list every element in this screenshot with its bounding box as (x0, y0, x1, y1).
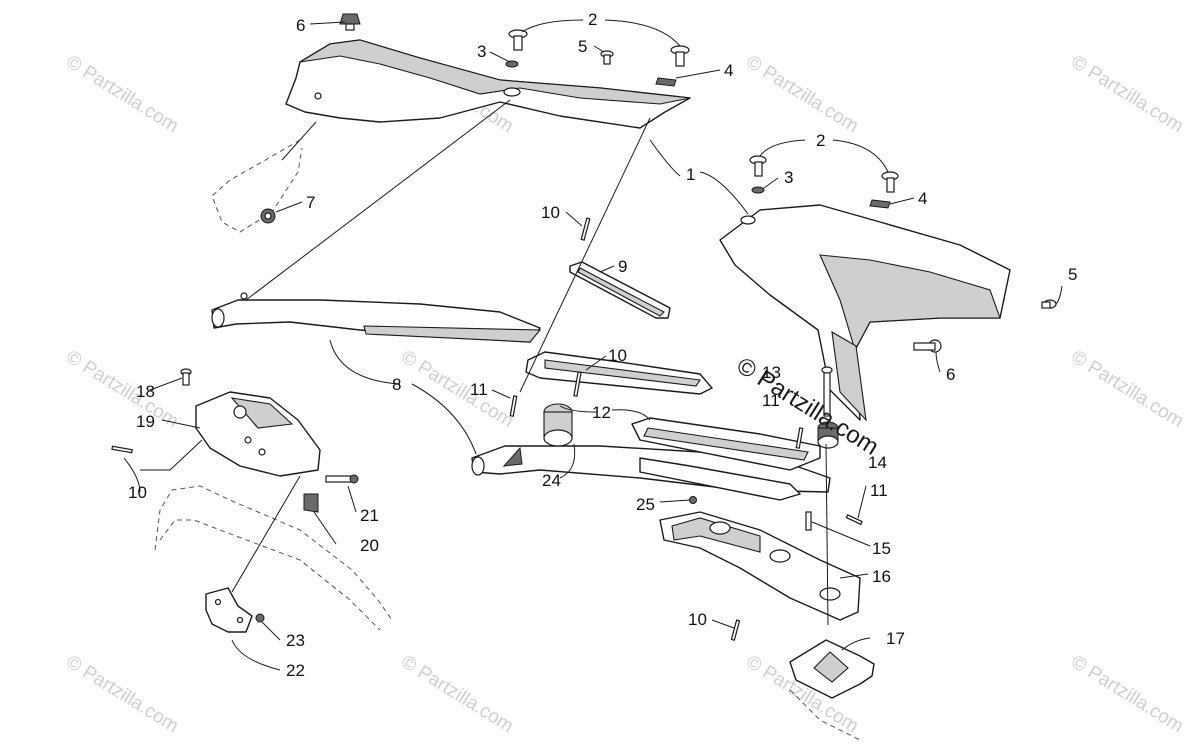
arrow-marker (502, 446, 523, 467)
watermark: © Partzilla.com (62, 651, 182, 737)
bracket-19 (195, 391, 321, 477)
watermark: © Partzilla.com (62, 51, 182, 137)
mounting-plate-17 (789, 639, 875, 699)
screw-5-right (1041, 299, 1057, 309)
callout-3: 3 (477, 42, 486, 61)
bolt-18 (180, 368, 192, 386)
callout-3: 3 (784, 168, 793, 187)
fender-outline (211, 139, 303, 233)
pin-10-d (730, 619, 741, 641)
callout-4: 4 (918, 189, 927, 208)
pin-10-b (573, 371, 582, 397)
pin-11-c (845, 514, 863, 526)
watermark: © Partzilla.com (397, 346, 517, 432)
callout-10: 10 (688, 610, 707, 629)
callout-19: 19 (136, 412, 155, 431)
bracket-12-upper (525, 351, 713, 395)
pin-10-c (111, 445, 133, 454)
callout-9: 9 (618, 257, 627, 276)
right-side-cover (719, 204, 1011, 422)
callout-14: 14 (868, 453, 887, 472)
push-nut-7 (260, 208, 276, 224)
screw-6-right (913, 339, 942, 353)
bolt-15 (805, 511, 812, 531)
watermark: © Partzilla.com (742, 51, 862, 137)
nut-23 (255, 613, 265, 623)
callout-17: 17 (886, 629, 905, 648)
pin-11-b (795, 427, 804, 449)
washer-3-top (505, 60, 519, 68)
callout-6: 6 (296, 16, 305, 35)
watermark: © Partzilla.com (397, 651, 517, 737)
callout-20: 20 (360, 536, 379, 555)
callout-10: 10 (128, 483, 147, 502)
clip-4-right (869, 199, 891, 209)
washer-3-right (751, 186, 765, 194)
roller-24 (543, 403, 573, 447)
callout-4: 4 (724, 61, 733, 80)
side-rail-upper (211, 292, 542, 343)
bracket-12-lower (631, 417, 821, 501)
left-side-cover (285, 39, 691, 129)
clip-4-top (655, 77, 677, 87)
callout-6: 6 (946, 365, 955, 384)
callout-25: 25 (636, 495, 655, 514)
watermark: © Partzilla.com (1067, 51, 1187, 137)
screw-5-top (600, 50, 614, 65)
callout-24: 24 (542, 471, 561, 490)
leader-lines (123, 19, 1063, 671)
callout-10: 10 (608, 346, 627, 365)
callout-13: 13 (762, 363, 781, 382)
callout-23: 23 (286, 631, 305, 650)
bolt-13 (821, 366, 833, 417)
screw-6-top (339, 13, 361, 31)
callout-5: 5 (1068, 265, 1077, 284)
callout-21: 21 (360, 506, 379, 525)
callout-8: 8 (392, 375, 401, 394)
callout-1: 1 (686, 165, 695, 184)
callout-15: 15 (872, 539, 891, 558)
pin-10-a (580, 217, 591, 241)
callout-22: 22 (286, 661, 305, 680)
bolt-21 (325, 474, 359, 484)
clip-20 (303, 493, 319, 513)
callout-2: 2 (816, 131, 825, 150)
callout-11: 11 (470, 380, 488, 399)
callout-10: 10 (541, 203, 560, 222)
screw-2-top (508, 29, 690, 67)
callout-11: 11 (762, 391, 780, 410)
bumper-14 (817, 421, 839, 449)
callout-11: 11 (870, 481, 888, 500)
callout-5: 5 (578, 37, 587, 56)
callout-labels: 1 2 2 3 3 4 4 5 5 6 6 7 8 9 10 10 10 10 … (128, 10, 1077, 680)
watermark: © Partzilla.com (62, 346, 182, 432)
frame-outline-left (154, 485, 393, 631)
callout-16: 16 (872, 567, 891, 586)
mounting-plate-16 (659, 511, 861, 621)
nut-25 (689, 496, 697, 504)
callout-18: 18 (136, 382, 155, 401)
callout-2: 2 (588, 10, 597, 29)
watermark: © Partzilla.com (1067, 651, 1187, 737)
callout-7: 7 (306, 193, 315, 212)
pin-11-a (509, 395, 518, 417)
frame-outline-right (789, 689, 861, 741)
plate-22 (205, 587, 253, 633)
callout-12: 12 (592, 403, 611, 422)
watermark: © Partzilla.com (1067, 346, 1187, 432)
screw-2-right (749, 155, 899, 193)
